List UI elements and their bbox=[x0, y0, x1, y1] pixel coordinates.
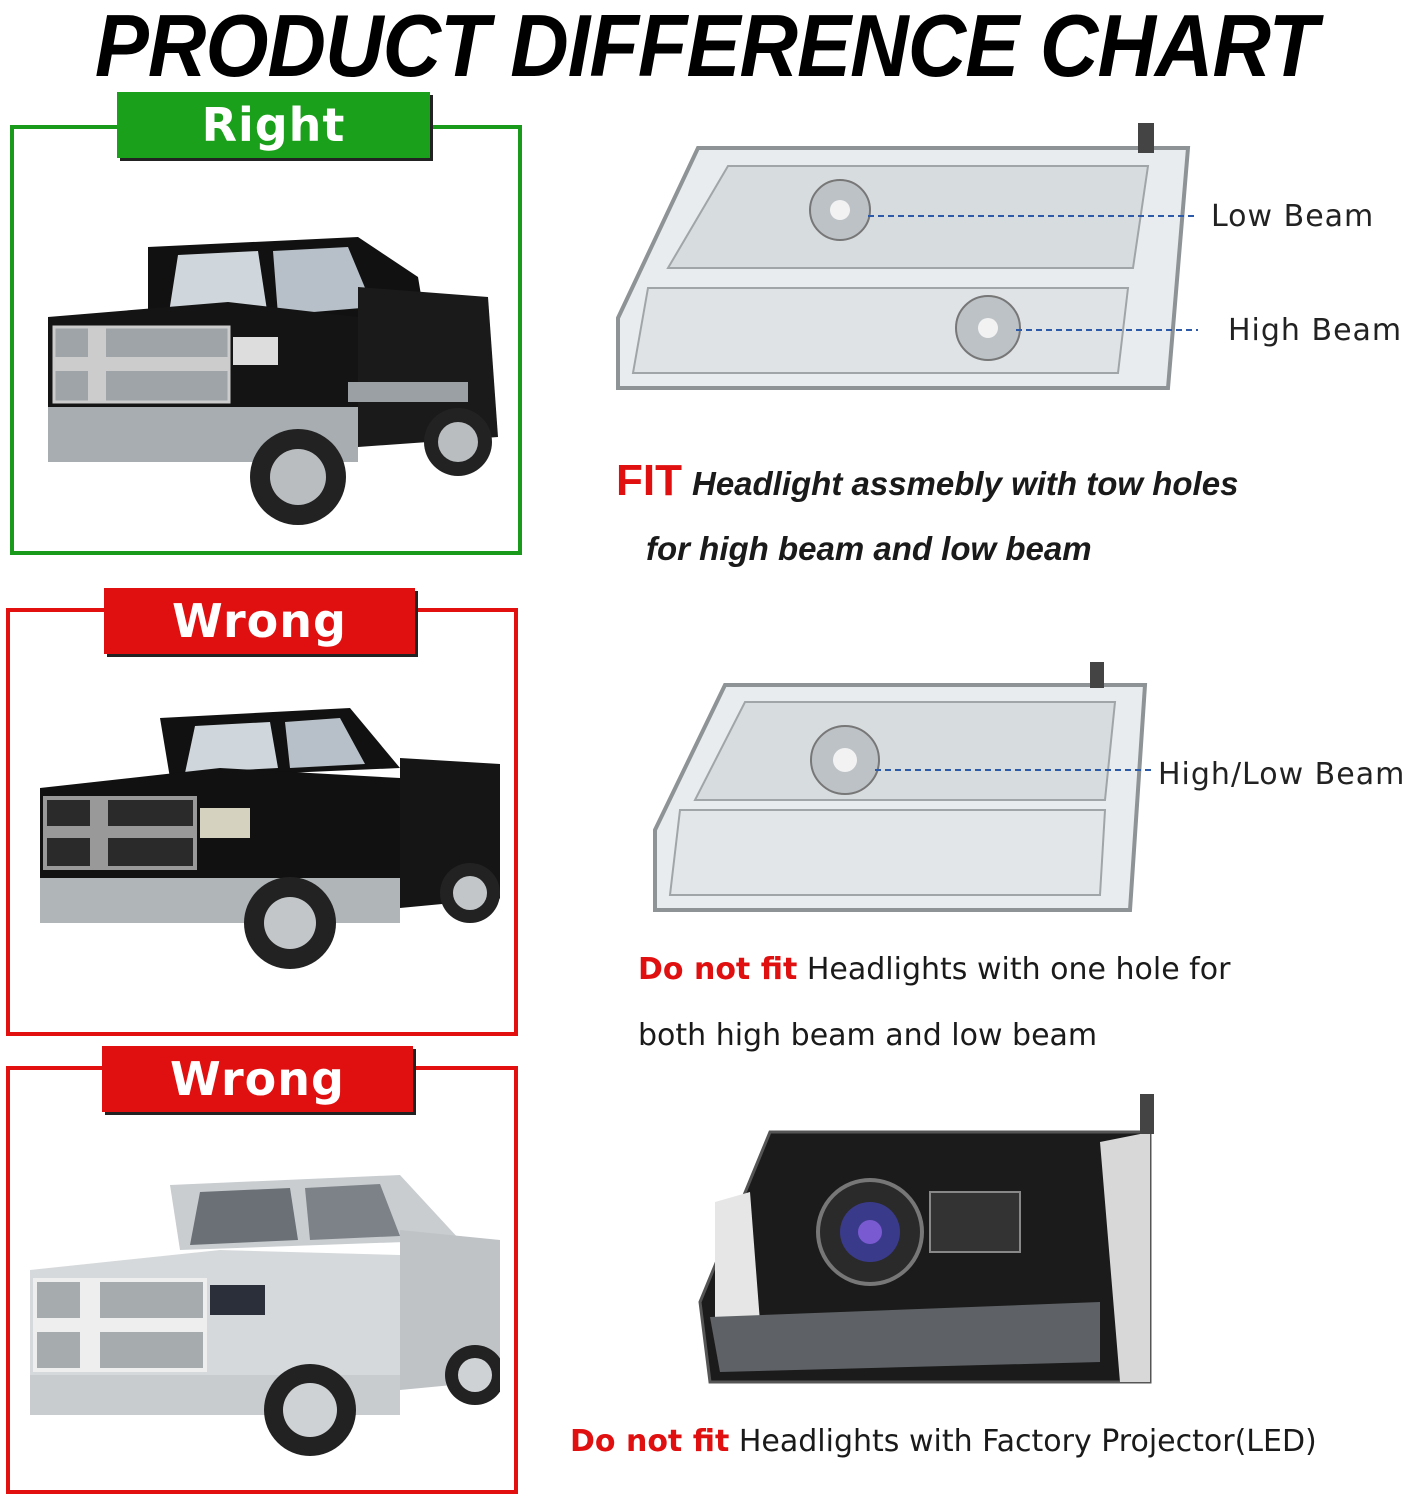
projector-headlight-image bbox=[698, 1094, 1154, 1384]
do-not-fit-text-2: Headlights with one hole for bbox=[806, 952, 1231, 987]
do-not-fit-line1-row2: Do not fit Headlights with one hole for bbox=[638, 952, 1230, 987]
do-not-fit-text-3: Headlights with Factory Projector(LED) bbox=[738, 1424, 1317, 1459]
high-low-beam-callout: High/Low Beam bbox=[1158, 757, 1406, 792]
fit-text-line1: Headlight assmebly with tow holes bbox=[691, 465, 1239, 502]
page-title: PRODUCT DIFFERENCE CHART bbox=[94, 0, 1318, 95]
do-not-fit-line-row3: Do not fit Headlights with Factory Proje… bbox=[570, 1424, 1317, 1459]
do-not-fit-keyword-2: Do not fit bbox=[638, 952, 798, 987]
fit-description-line2: for high beam and low beam bbox=[646, 530, 1092, 567]
silver-truck-image bbox=[30, 1175, 500, 1456]
wrong-tag-2: Wrong bbox=[102, 1046, 413, 1112]
do-not-fit-line2-row2: both high beam and low beam bbox=[638, 1018, 1098, 1053]
right-panel bbox=[10, 125, 522, 555]
dual-beam-headlight-image bbox=[616, 123, 1198, 390]
wrong-tag-1: Wrong bbox=[104, 588, 415, 654]
do-not-fit-keyword-3: Do not fit bbox=[570, 1424, 730, 1459]
crew-cab-truck-image bbox=[48, 237, 498, 525]
wrong-panel-regular-cab bbox=[6, 608, 518, 1036]
fit-keyword: FIT bbox=[616, 456, 682, 505]
high-beam-callout: High Beam bbox=[1228, 313, 1403, 348]
right-tag: Right bbox=[117, 92, 430, 158]
single-hole-headlight-image bbox=[653, 662, 1155, 912]
low-beam-callout: Low Beam bbox=[1211, 199, 1375, 234]
regular-cab-truck-image bbox=[40, 708, 500, 969]
wrong-panel-silver-truck bbox=[6, 1066, 518, 1494]
